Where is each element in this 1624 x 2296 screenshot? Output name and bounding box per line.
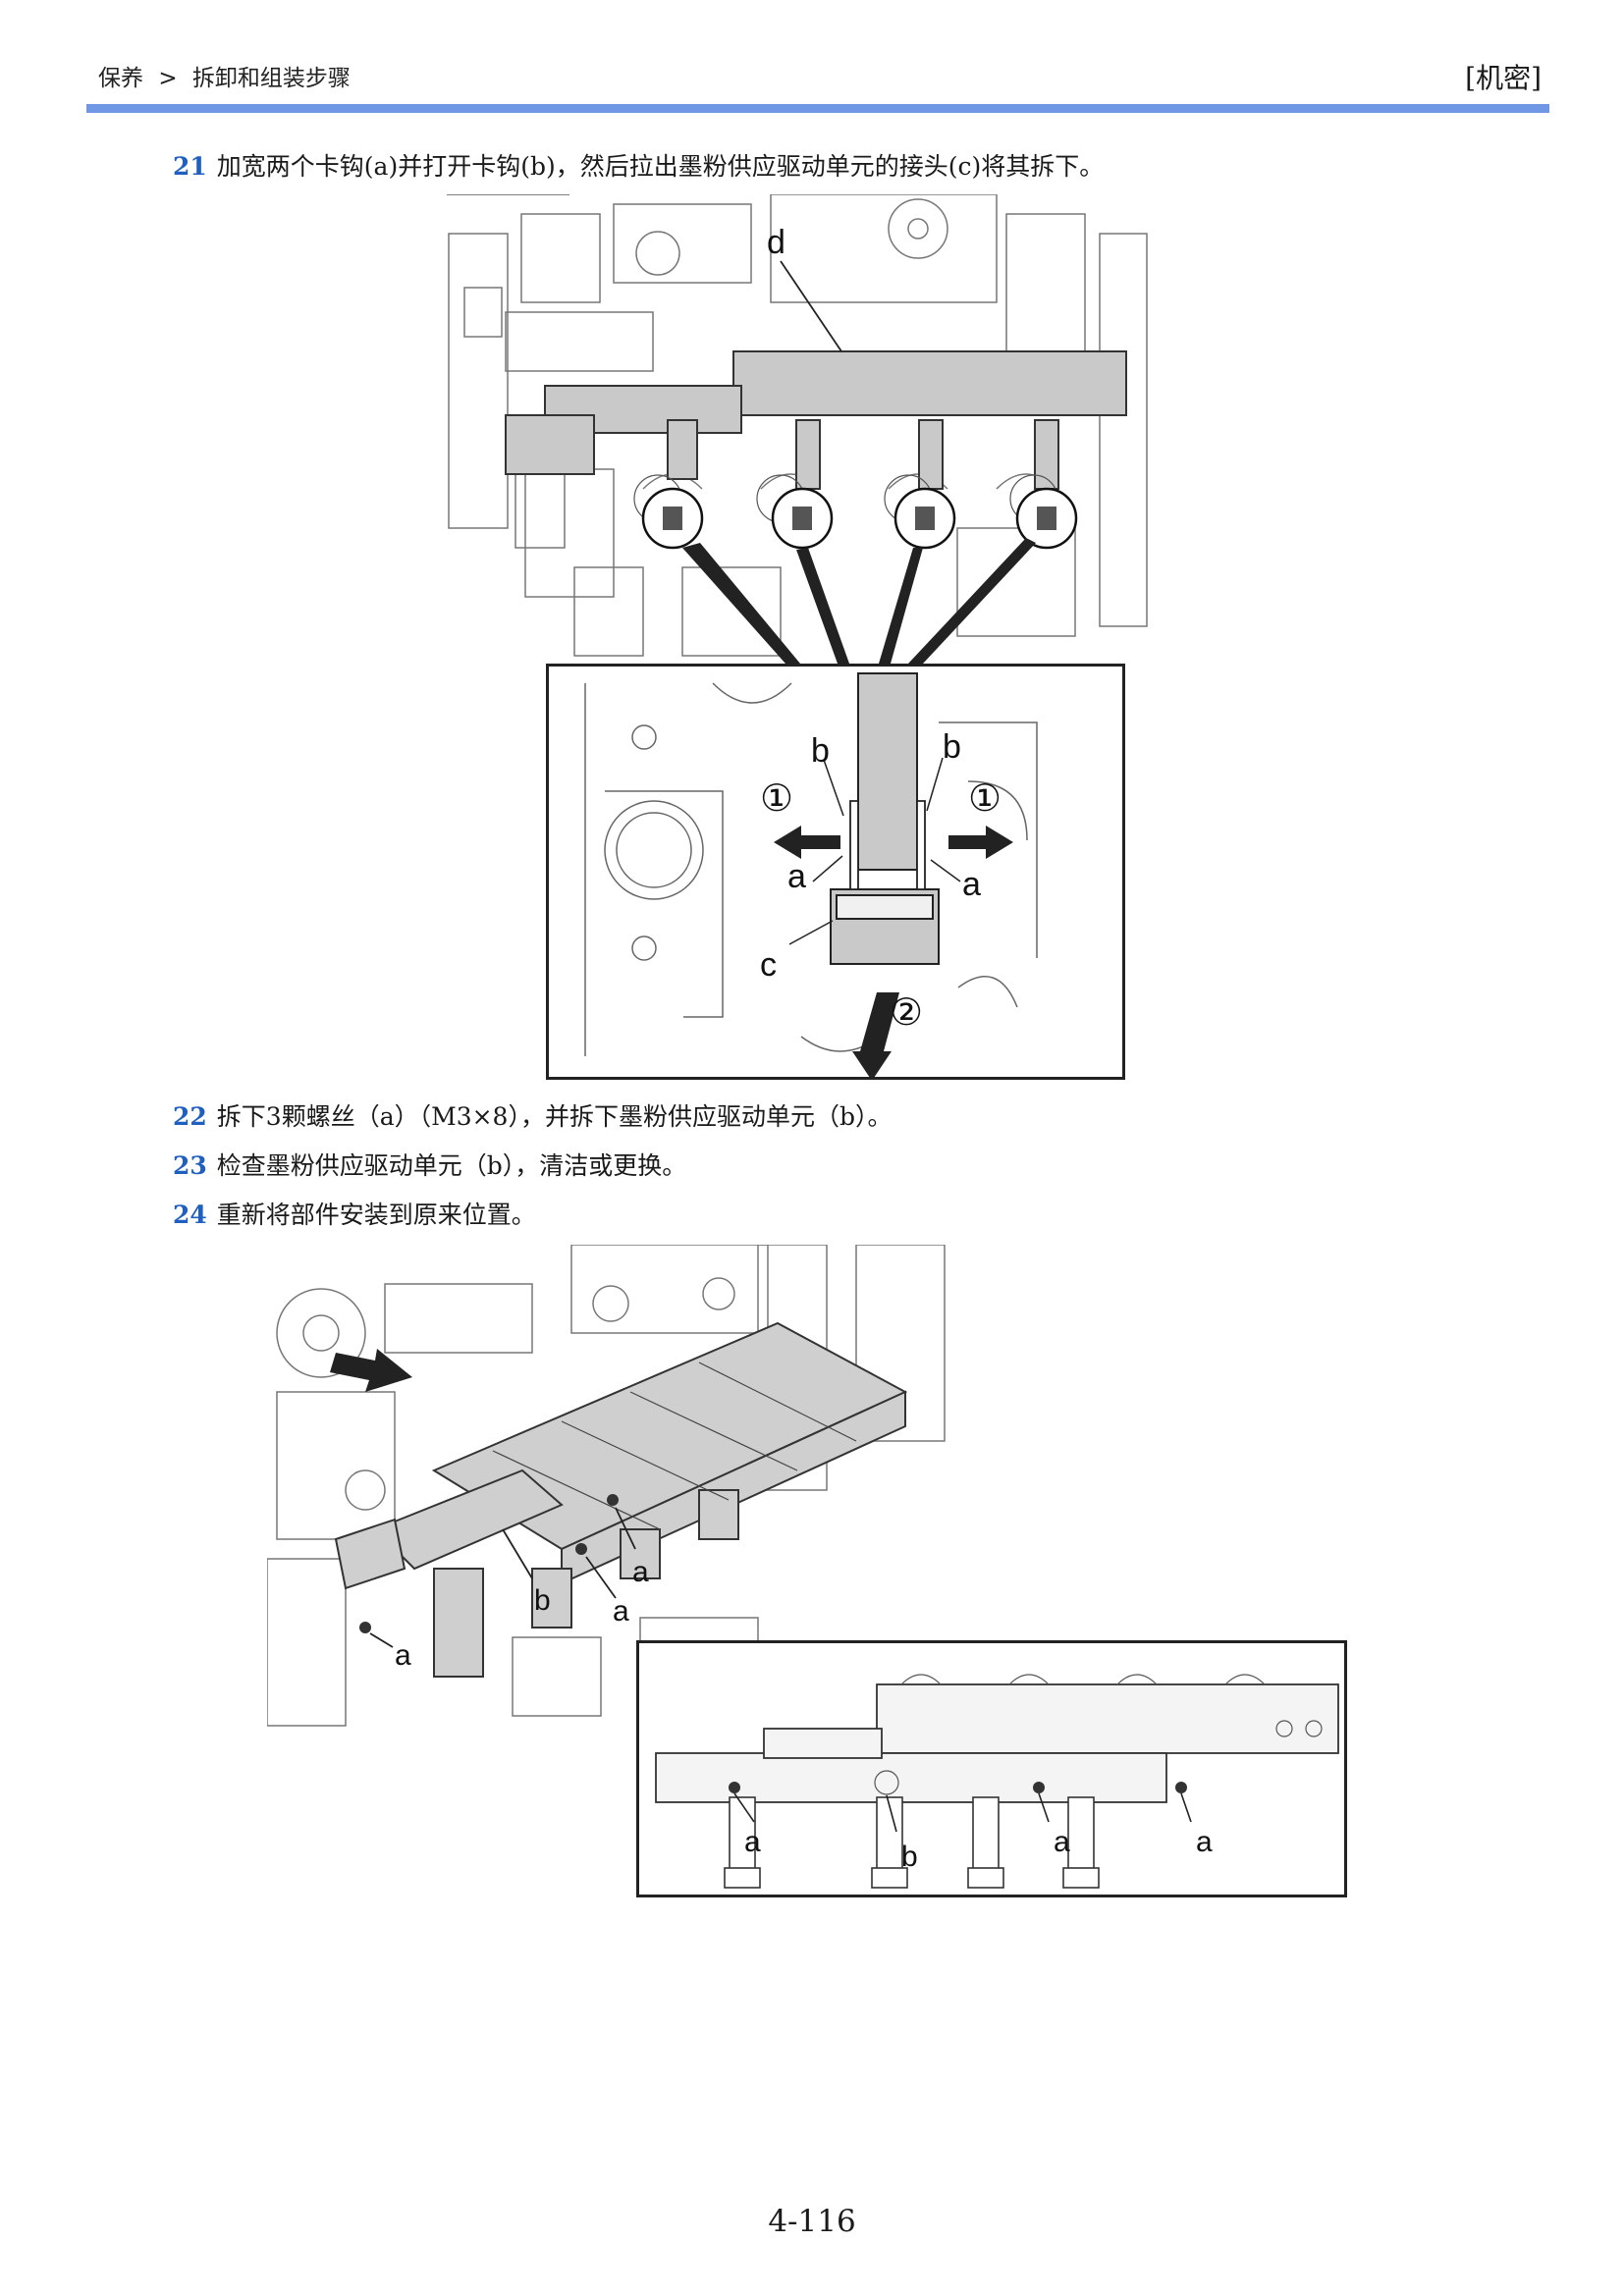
- detail-label-b-right: b: [943, 728, 961, 766]
- header-rule: [86, 104, 1549, 113]
- detail-label-b: b: [901, 1841, 918, 1873]
- step-24: 24 重新将部件安装到原来位置。: [173, 1196, 536, 1231]
- step-22: 22 拆下3颗螺丝（a）（M3×8），并拆下墨粉供应驱动单元（b）。: [173, 1097, 892, 1133]
- toner-drive-overview-illustration: d: [447, 194, 1152, 664]
- step-text: 拆下3颗螺丝（a）（M3×8），并拆下墨粉供应驱动单元（b）。: [216, 1102, 893, 1131]
- step-21: 21 加宽两个卡钩(a)并打开卡钩(b)，然后拉出墨粉供应驱动单元的接头(c)将其…: [173, 147, 1104, 183]
- label-a-1: a: [632, 1556, 649, 1588]
- breadcrumb-separator: >: [158, 66, 178, 91]
- step-number: 22: [173, 1102, 207, 1131]
- step-number: 23: [173, 1151, 207, 1180]
- detail-label-a-1: a: [744, 1826, 761, 1858]
- connector-detail-illustration: b b a a c ① ① ②: [546, 664, 1125, 1080]
- detail-label-a-2: a: [1054, 1826, 1070, 1858]
- step-23: 23 检查墨粉供应驱动单元（b），清洁或更换。: [173, 1147, 686, 1182]
- callout-d-label: d: [767, 224, 785, 261]
- detail-label-c: c: [760, 946, 777, 984]
- breadcrumb-section: 保养: [98, 66, 143, 91]
- step-marker-1-right: ①: [968, 776, 1001, 820]
- label-a-3: a: [395, 1639, 411, 1672]
- breadcrumb-page: 拆卸和组装步骤: [191, 66, 351, 91]
- detail-label-a-right: a: [962, 866, 981, 903]
- step-text: 加宽两个卡钩(a)并打开卡钩(b)，然后拉出墨粉供应驱动单元的接头(c)将其拆下…: [216, 152, 1105, 181]
- drive-unit-screw-detail: a b a a: [636, 1640, 1347, 1897]
- step-text: 检查墨粉供应驱动单元（b），清洁或更换。: [216, 1151, 687, 1180]
- detail-label-a-3: a: [1196, 1826, 1213, 1858]
- detail-label-a-left: a: [787, 858, 806, 895]
- detail-label-b-left: b: [811, 732, 830, 770]
- step-marker-2: ②: [890, 990, 923, 1034]
- label-a-2: a: [613, 1595, 629, 1628]
- classification-label: [机密]: [1465, 62, 1542, 94]
- breadcrumb: 保养 > 拆卸和组装步骤: [98, 59, 351, 92]
- step-text: 重新将部件安装到原来位置。: [216, 1201, 536, 1229]
- label-b-main: b: [534, 1584, 551, 1617]
- step-number: 24: [173, 1201, 207, 1229]
- step-marker-1-left: ①: [760, 776, 793, 820]
- page-number: 4-116: [768, 2204, 856, 2239]
- step-number: 21: [173, 152, 207, 181]
